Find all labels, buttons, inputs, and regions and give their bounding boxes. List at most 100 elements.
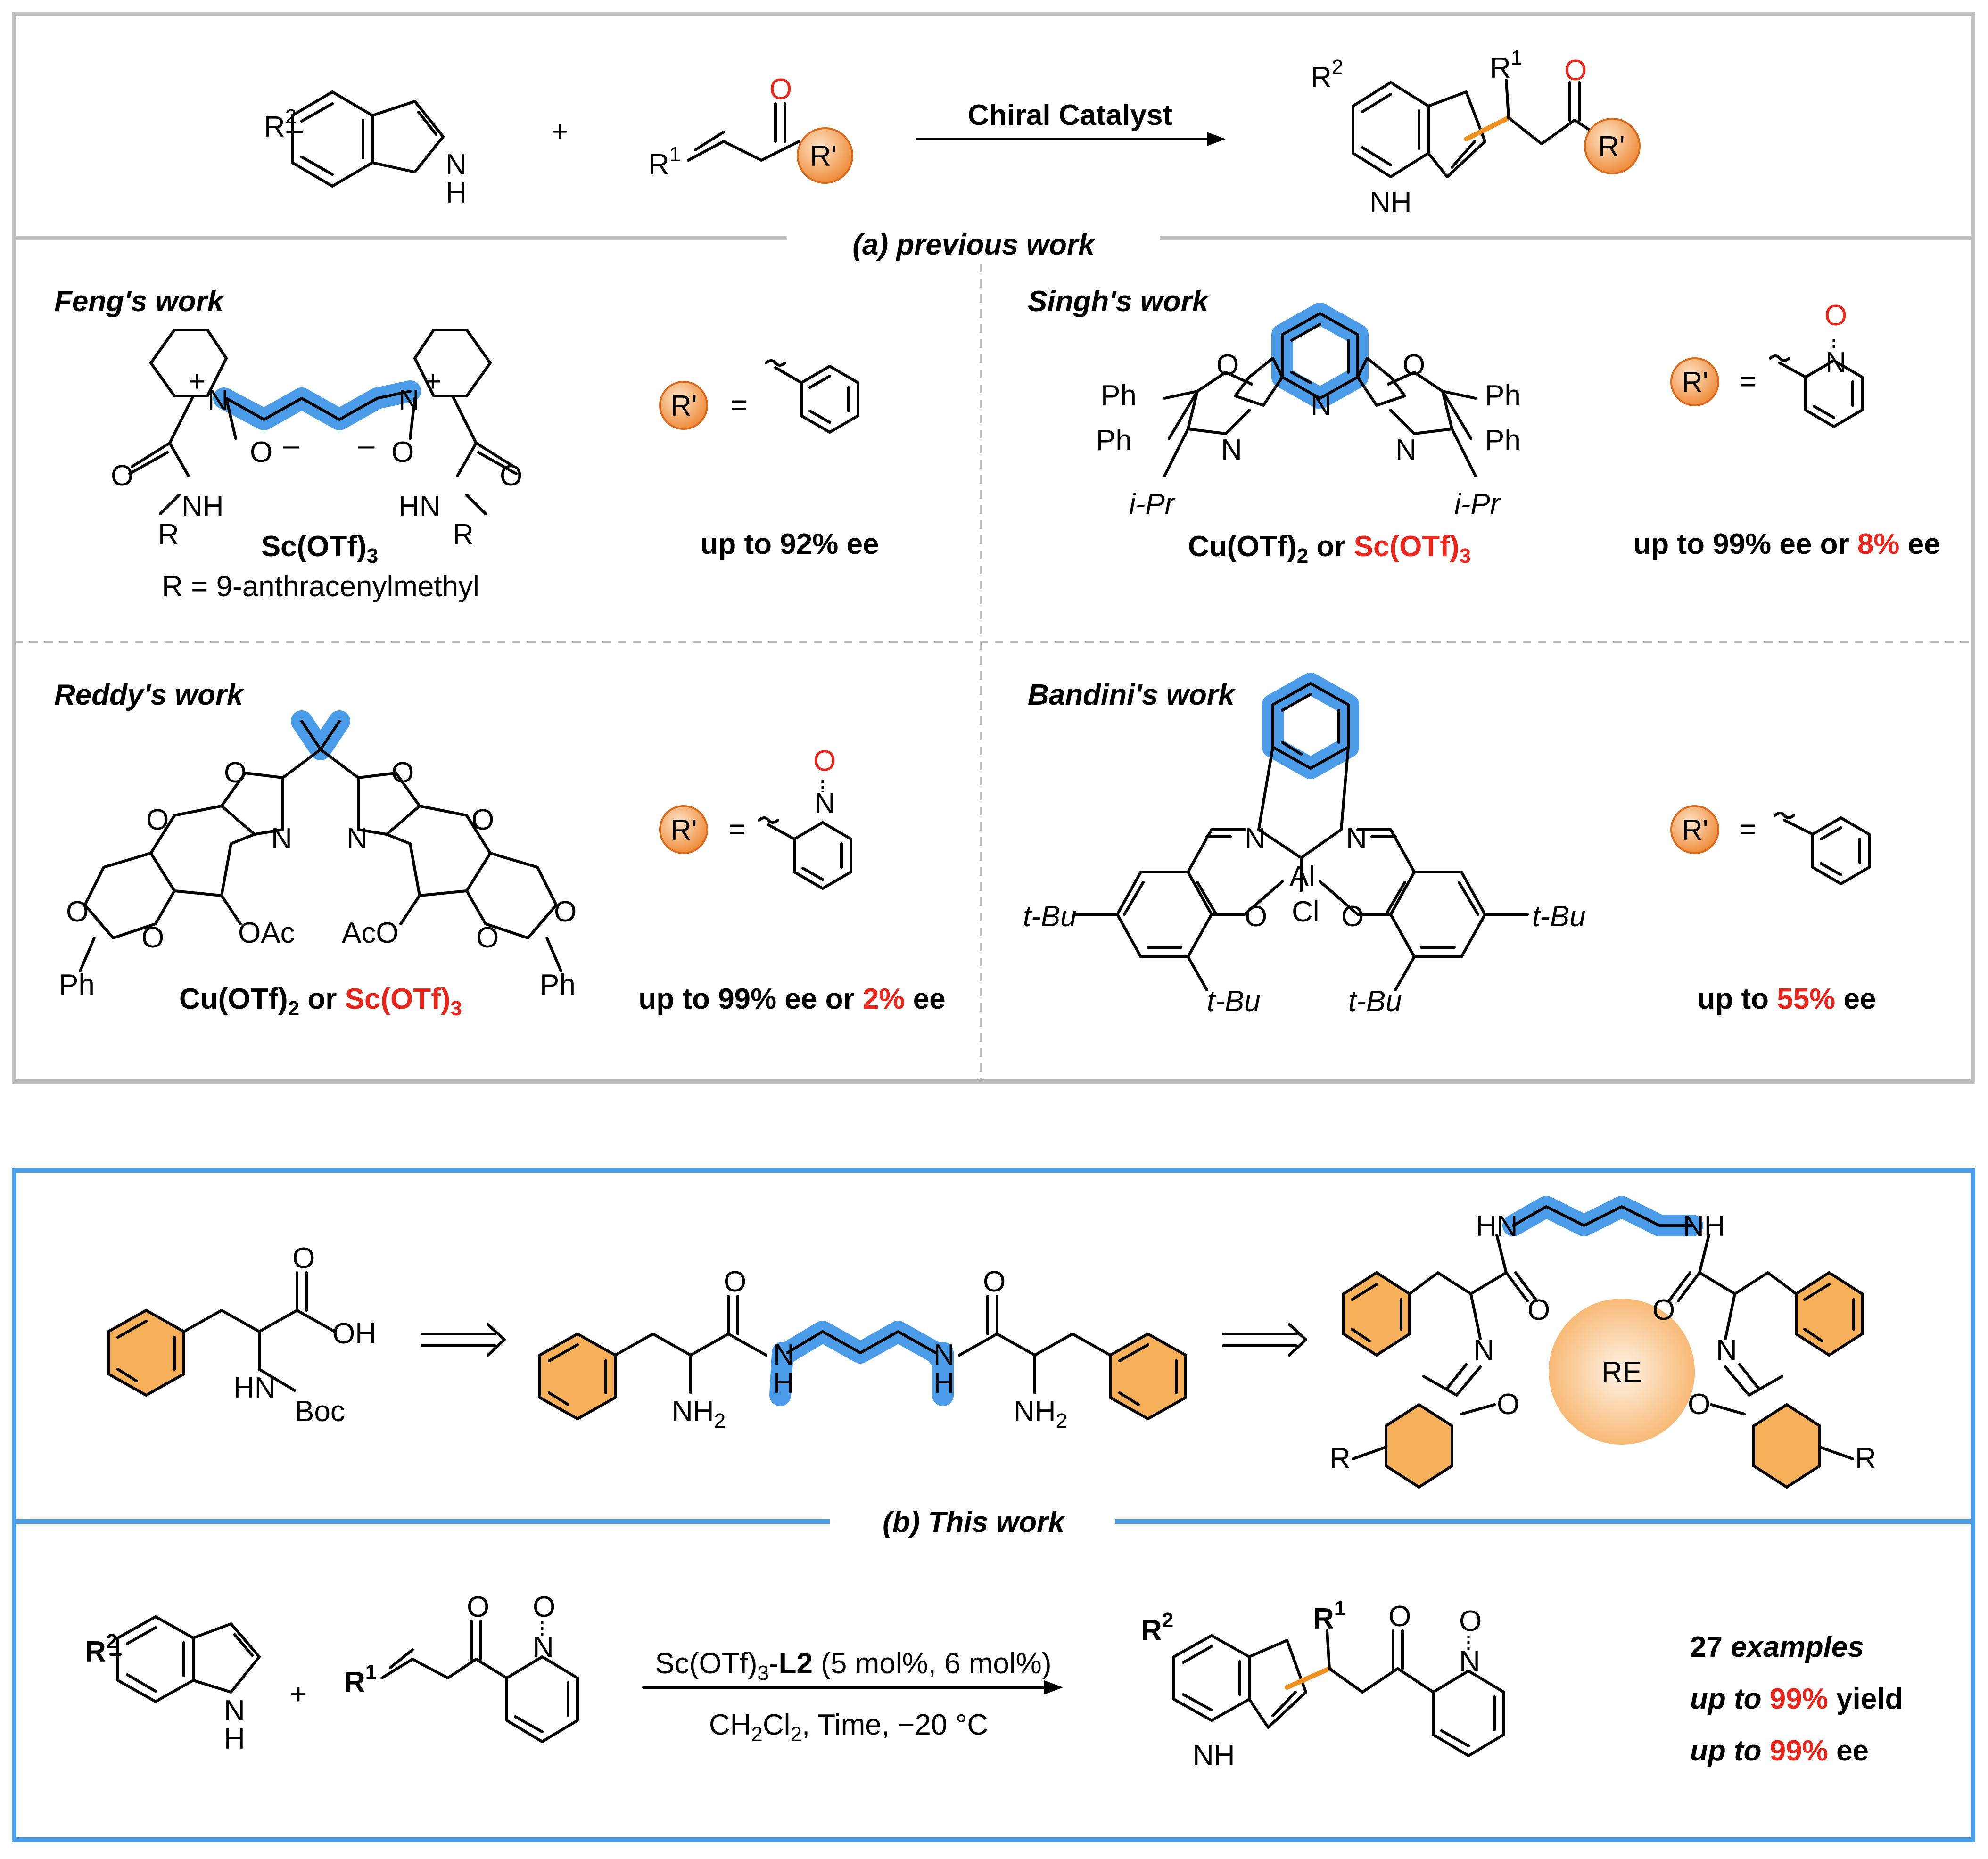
- diamide-h-left: H: [773, 1367, 794, 1399]
- feng-o-right: O: [391, 436, 414, 469]
- singh-pyridine-o: O: [1824, 299, 1847, 332]
- diamide-n-left: N: [773, 1339, 794, 1371]
- singh-ipr-left: i-Pr: [1129, 488, 1176, 520]
- reddy-rprime-ball: [659, 805, 708, 854]
- enone-b-pyr-n: N: [533, 1631, 554, 1663]
- feng-o-left: O: [250, 436, 272, 469]
- product-a-r1-label: R1: [1490, 46, 1522, 84]
- reddy-o-right-ring: O: [471, 804, 494, 836]
- bandini-result: up to 55% ee: [1697, 983, 1876, 1015]
- feng-nh-left: NH: [181, 490, 224, 523]
- feng-catalyst: Sc(OTf)3: [261, 530, 378, 568]
- boc-phe-hn: HN: [233, 1372, 276, 1404]
- retro-arrow-2: [1222, 1323, 1307, 1357]
- reddy-o-left-ac1: O: [66, 896, 89, 928]
- reddy-pyridine-o: O: [813, 745, 836, 777]
- reaction-arrow-a: [916, 132, 1226, 146]
- reddy-o-right-ox: O: [391, 757, 414, 789]
- feng-equals: =: [731, 389, 748, 421]
- singh-ph-1: Ph: [1101, 379, 1137, 412]
- indole-reactant-b: [116, 1615, 261, 1703]
- rare-earth-metal-sphere: [1549, 1299, 1695, 1445]
- reddy-n-right: N: [346, 823, 368, 855]
- feng-plus-left: +: [189, 365, 206, 398]
- indole-r2-label: R2: [264, 105, 297, 143]
- complex-o-left-phenol: O: [1497, 1388, 1519, 1421]
- singh-ph-4: Ph: [1485, 424, 1521, 457]
- reddy-pyridine-n: N: [814, 787, 835, 820]
- singh-n-right: N: [1395, 434, 1417, 466]
- complex-o-right-phenol: O: [1688, 1388, 1710, 1421]
- reddy-o-left-ring: O: [146, 804, 169, 836]
- feng-n-left: N: [207, 384, 229, 417]
- rprime-ball-reactant: [797, 127, 853, 184]
- complex-r-left: R: [1329, 1442, 1351, 1475]
- product-a-oxygen-label: O: [1564, 54, 1587, 87]
- bandini-cl: Cl: [1292, 896, 1320, 928]
- complex-nh: NH: [1683, 1210, 1725, 1242]
- conditions-line-2: CH2Cl2, Time, −20 °C: [709, 1709, 988, 1746]
- singh-ph-3: Ph: [1485, 379, 1521, 412]
- singh-ipr-right: i-Pr: [1454, 488, 1501, 520]
- boc-phe-boc: Boc: [295, 1395, 345, 1428]
- enone-oxygen-label: O: [769, 73, 792, 106]
- product-b-pyr-n: N: [1459, 1645, 1480, 1678]
- retro-arrow-1: [421, 1323, 506, 1357]
- singh-rprime-ball: [1670, 357, 1719, 406]
- product-a-r2-label: R2: [1311, 56, 1343, 94]
- singh-equals: =: [1740, 365, 1757, 398]
- product-b-r2: R2: [1141, 1609, 1173, 1647]
- indole-b-r2: R2: [85, 1630, 117, 1668]
- product-b-pyr-o: O: [1459, 1605, 1482, 1637]
- feng-rprime-label: R': [670, 390, 697, 422]
- reddy-ligand-structure: [79, 710, 562, 972]
- chiral-catalyst-label: Chiral Catalyst: [968, 99, 1172, 132]
- feng-minus-right: –: [358, 429, 375, 461]
- bandini-n-left: N: [1245, 823, 1266, 855]
- product-b-oxygen: O: [1388, 1600, 1411, 1633]
- rprime-ball-product: [1584, 118, 1641, 174]
- indole-b-h: H: [224, 1723, 245, 1755]
- enone-b-r1: R1: [344, 1661, 377, 1699]
- reddy-rprime-label: R': [670, 814, 697, 847]
- singh-title: Singh's work: [1028, 285, 1210, 318]
- feng-hn-right: HN: [398, 490, 441, 523]
- reddy-n-left: N: [271, 823, 292, 855]
- diamide-n-right: N: [933, 1339, 955, 1371]
- reddy-equals: =: [728, 813, 745, 846]
- singh-ligand-structure: [1163, 303, 1477, 477]
- panel-a-frame: [12, 12, 1975, 1084]
- bandini-rprime-label: R': [1682, 814, 1708, 847]
- bandini-salen-structure: [1073, 673, 1529, 991]
- bandini-al: Al: [1289, 860, 1315, 893]
- complex-o-left-amide: O: [1527, 1294, 1550, 1326]
- feng-result: up to 92% ee: [701, 528, 879, 560]
- reddy-oac: OAc: [238, 917, 295, 949]
- singh-ph-2: Ph: [1096, 424, 1132, 457]
- singh-o-left: O: [1216, 349, 1239, 381]
- reddy-pyridine-n-oxide: [758, 780, 852, 890]
- product-b-r1: R1: [1313, 1597, 1345, 1635]
- bandini-tbu-3: t-Bu: [1207, 985, 1261, 1018]
- product-a-nh-label: NH: [1369, 186, 1412, 219]
- summary-ee: up to 99% ee: [1690, 1735, 1869, 1767]
- bandini-tbu-2: t-Bu: [1532, 900, 1586, 933]
- panel-b-frame: [12, 1168, 1975, 1842]
- plus-sign-b: +: [290, 1678, 307, 1711]
- reddy-o-left-ac2: O: [141, 921, 164, 954]
- product-b-nh: NH: [1193, 1739, 1235, 1772]
- enone-reactant-a: [687, 102, 800, 162]
- reddy-catalyst: Cu(OTf)2 or Sc(OTf)3: [179, 983, 462, 1020]
- bandini-tbu-1: t-Bu: [1023, 900, 1077, 933]
- product-b: [1172, 1629, 1505, 1757]
- re-label: RE: [1601, 1356, 1642, 1389]
- complex-r-right: R: [1855, 1442, 1876, 1475]
- feng-title: Feng's work: [54, 285, 225, 318]
- singh-catalyst: Cu(OTf)2 or Sc(OTf)3: [1188, 530, 1471, 568]
- boc-phe-structure: [107, 1271, 336, 1397]
- diamide-structure: [538, 1295, 1187, 1421]
- feng-n-right: N: [398, 384, 420, 417]
- bandini-n-right: N: [1346, 823, 1367, 855]
- bandini-title: Bandini's work: [1028, 679, 1236, 711]
